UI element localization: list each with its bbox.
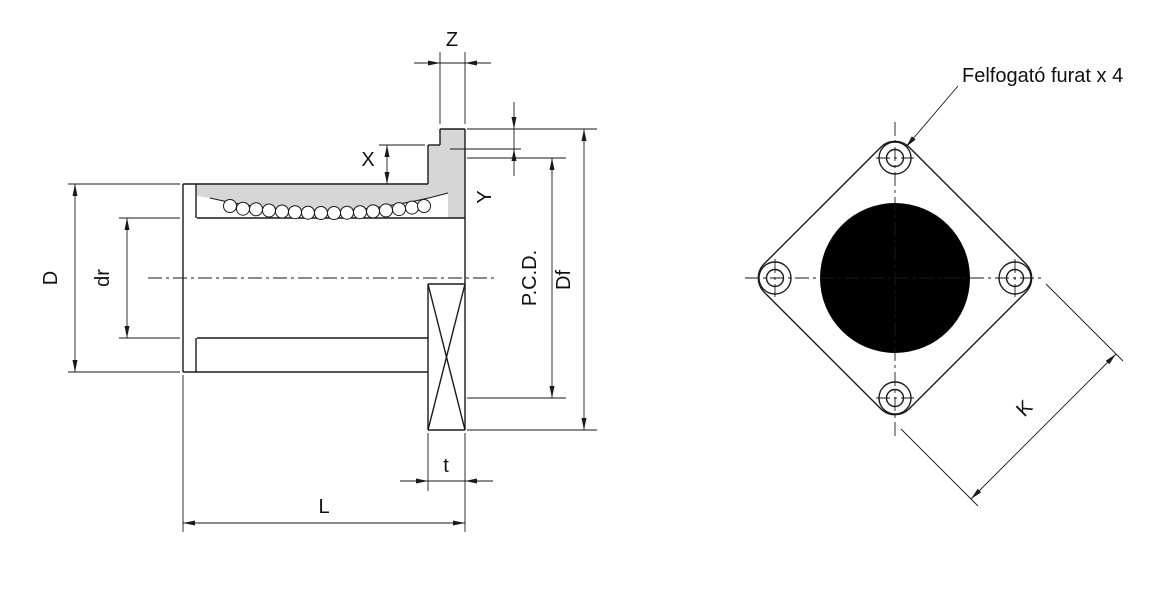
dim-dr: dr <box>92 217 180 339</box>
dim-X: X <box>361 144 425 184</box>
section-fill <box>197 129 465 218</box>
dim-D: D <box>40 183 180 373</box>
dim-label-x: X <box>361 149 374 171</box>
dim-label-df: Df <box>553 270 575 290</box>
mounting-hole-callout: Felfogató furat x 4 <box>905 65 1123 148</box>
dim-label-z: Z <box>446 29 458 51</box>
dim-label-t: t <box>443 455 449 477</box>
callout-label: Felfogató furat x 4 <box>962 65 1123 87</box>
dim-PCD: P.C.D. <box>467 157 566 399</box>
dim-Y: Y <box>450 102 521 204</box>
dim-Z: Z <box>414 29 491 124</box>
dim-t: t <box>400 433 493 491</box>
dim-label-y: Y <box>474 190 496 203</box>
centerlines <box>745 122 1045 436</box>
dim-Df: Df <box>467 128 597 431</box>
dim-label-pcd: P.C.D. <box>519 250 541 306</box>
dim-label-l: L <box>318 496 329 518</box>
bushing-outline <box>182 128 466 431</box>
front-view: Felfogató furat x 4 K <box>745 65 1124 507</box>
dim-label-k: K <box>1012 396 1037 421</box>
side-section-view: D dr Z X Y <box>40 29 597 532</box>
flange-outline <box>757 140 1033 416</box>
dim-L: L <box>182 375 466 532</box>
dim-label-dr: dr <box>92 269 114 287</box>
dim-label-d: D <box>40 271 62 285</box>
ball-bearing-row <box>223 199 431 220</box>
